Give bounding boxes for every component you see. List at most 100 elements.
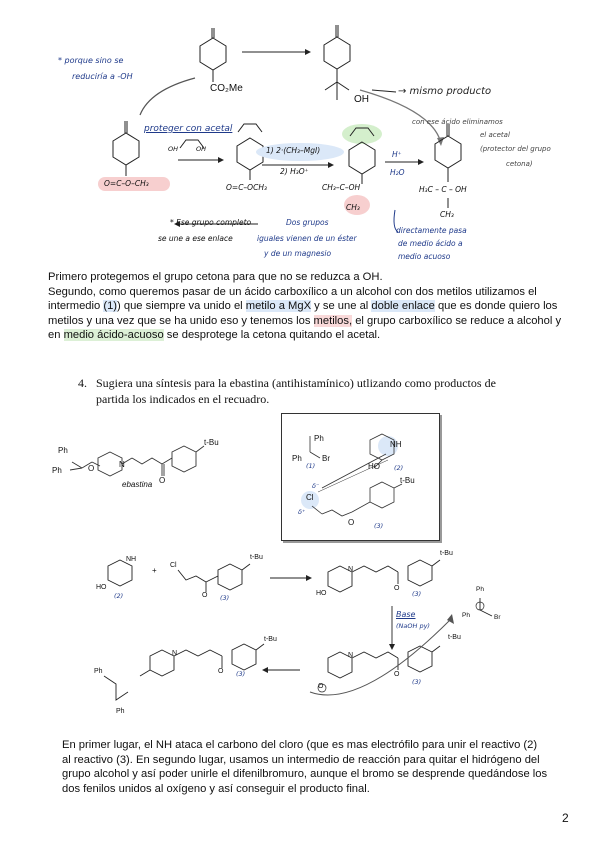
scheme-cl: Cl	[170, 562, 177, 569]
box-o: O	[348, 518, 355, 527]
scheme-tbu-d: t-Bu	[264, 636, 277, 643]
ebastina-n: N	[119, 460, 125, 469]
directamente-2: de medio ácido a	[398, 239, 463, 248]
oh-top-label: OH	[354, 94, 369, 105]
box-drawing	[301, 433, 403, 517]
scheme-n2: (2)	[114, 592, 124, 600]
scheme-ho-b: HO	[316, 590, 327, 597]
box-n3: (3)	[374, 522, 384, 530]
ebastina-name: ebastina	[122, 480, 153, 489]
hplus-label: H⁺	[392, 150, 402, 159]
final-ch3-label: CH₃	[440, 210, 454, 219]
scheme-n3-c: (3)	[412, 678, 422, 686]
p1-seg: que es donde quiero los metilos y una ve…	[48, 300, 558, 327]
dos-grupos-1: Dos grupos	[286, 218, 329, 227]
acid-note-4: cetona)	[506, 160, 533, 168]
mismo-producto-note: → mismo producto	[398, 86, 492, 97]
dos-grupos-2: iguales vienen de un éster	[257, 234, 357, 243]
scheme-o-b: O	[394, 585, 400, 592]
scheme-tbu-b: t-Bu	[440, 550, 453, 557]
dos-grupos-3: y de un magnesio	[264, 249, 332, 258]
p1-hl-intermediate: (1)	[103, 300, 118, 313]
top-scheme: * porque sino se reduciría a -OH CO₂Me O…	[0, 0, 599, 268]
page-number: 2	[562, 811, 569, 825]
box-nh: NH	[390, 440, 402, 449]
box-delta-plus: δ⁺	[298, 508, 306, 516]
box-ho: HO	[368, 462, 380, 471]
scheme-n-b: N	[348, 566, 354, 573]
scheme-ph-top: Ph	[476, 586, 484, 593]
scheme-br-top: Br	[494, 614, 501, 621]
p1-hl-metilo: metilo a MgX	[245, 300, 312, 313]
scheme-o-a: O	[202, 592, 208, 599]
scheme-ho-a: HO	[96, 584, 107, 591]
p1-seg: y se une al	[311, 300, 372, 313]
scheme-n-d: N	[172, 650, 178, 657]
directamente-1: directamente pasa	[396, 226, 467, 235]
p1-hl-metilos: metilos,	[313, 314, 353, 327]
scheme-ominus: O	[318, 683, 324, 690]
co2me-label: CO₂Me	[210, 83, 243, 94]
scheme-tbu-a: t-Bu	[250, 554, 263, 561]
acid-note-2: el acetal	[480, 131, 510, 139]
ebastina-ph1: Ph	[58, 446, 68, 455]
ebastina-carbonyl-o: O	[159, 476, 166, 485]
synthesis-scheme: NH HO (2) + Cl t-Bu O (3) N HO t-Bu O (3…	[0, 540, 599, 730]
scheme-n3-b: (3)	[412, 590, 422, 598]
p1-seg: Segundo, como queremos pasar de un ácido…	[48, 285, 537, 313]
question-number: 4.	[78, 376, 87, 390]
base-conditions: (NaOH py)	[396, 622, 430, 630]
porque-note-line2: reduciría a -OH	[72, 72, 133, 81]
synthesis-drawing	[103, 559, 493, 701]
box-delta-minus: δ⁻	[312, 482, 320, 490]
acid-note-1: con ese ácido eliminamos	[412, 118, 503, 126]
box-tbu: t-Bu	[400, 476, 415, 485]
porque-note-line1: * porque sino se	[58, 56, 124, 65]
step2-label: 2) H₃O⁺	[280, 167, 309, 176]
p1-hl-doble-enlace: doble enlace	[371, 300, 435, 313]
p1-hl-medio: medio ácido-acuoso	[63, 329, 164, 342]
starting-materials-box: Ph Ph Br (1) NH HO (2) Cl δ⁻ δ⁺ t-Bu O (…	[281, 413, 440, 541]
proteger-note: proteger con acetal	[144, 124, 233, 134]
oh-left-label: OH	[168, 145, 179, 153]
question-line-1: Sugiera una síntesis para la ebastina (a…	[96, 376, 496, 390]
scheme-n-c: N	[348, 652, 354, 659]
box-ph2: Ph	[292, 454, 302, 463]
base-label: Base	[396, 610, 416, 619]
p1-seg: el grupo carboxílico se reduce a alcohol…	[48, 314, 562, 342]
scheme-o-c: O	[394, 671, 400, 678]
scheme-ph-d2: Ph	[116, 708, 125, 715]
scheme-n3-d: (3)	[236, 670, 246, 678]
acid-note-3: (protector del grupo	[480, 145, 551, 153]
scheme-ph-top2: Ph	[462, 612, 470, 619]
scheme-plus: +	[152, 566, 157, 575]
box-n2: (2)	[394, 464, 404, 472]
scheme-o-d: O	[218, 668, 224, 675]
p1-seg: ) que siempre va unido el	[117, 300, 246, 313]
ebastina-o: O	[88, 464, 95, 473]
final-c-label: H₃C – C – OH	[419, 185, 467, 194]
oh-right-label: OH	[196, 145, 207, 153]
ch3-c-oh-label: CH₃–C–OH	[322, 183, 361, 192]
step1-label: 1) 2·(CH₃–MgI)	[266, 146, 321, 155]
ebastina-ph2: Ph	[52, 466, 62, 475]
ester-highlight	[98, 177, 170, 191]
scheme-nh: NH	[126, 556, 137, 563]
explanation-paragraph-2: En primer lugar, el NH ataca el carbono …	[62, 739, 548, 795]
ester-mid-label: O=C–OCH₃	[226, 183, 267, 192]
p1-seg: se desprotege la cetona quitando el acet…	[163, 329, 381, 342]
h2o-label: H₂O	[390, 168, 405, 177]
directamente-3: medio acuoso	[398, 252, 451, 261]
question-line-2: partida los indicados en el recuadro.	[96, 392, 270, 406]
ebastina-tbu: t-Bu	[204, 438, 219, 447]
box-n1: (1)	[306, 462, 316, 470]
grupo-note-1: * Ese grupo completo	[170, 218, 252, 227]
paragraph1-line1: Primero protegemos el grupo cetona para …	[48, 271, 383, 283]
box-cl: Cl	[306, 493, 314, 502]
ester-left-label: O=C–O–CH₃	[104, 179, 149, 188]
ebastina-structure: Ph Ph O N t-Bu O ebastina	[0, 410, 599, 530]
box-br: Br	[322, 454, 330, 463]
explanation-paragraph-1: Primero protegemos el grupo cetona para …	[48, 270, 576, 343]
ch3-bottom-label: CH₃	[346, 203, 360, 212]
scheme-n3-a: (3)	[220, 594, 230, 602]
